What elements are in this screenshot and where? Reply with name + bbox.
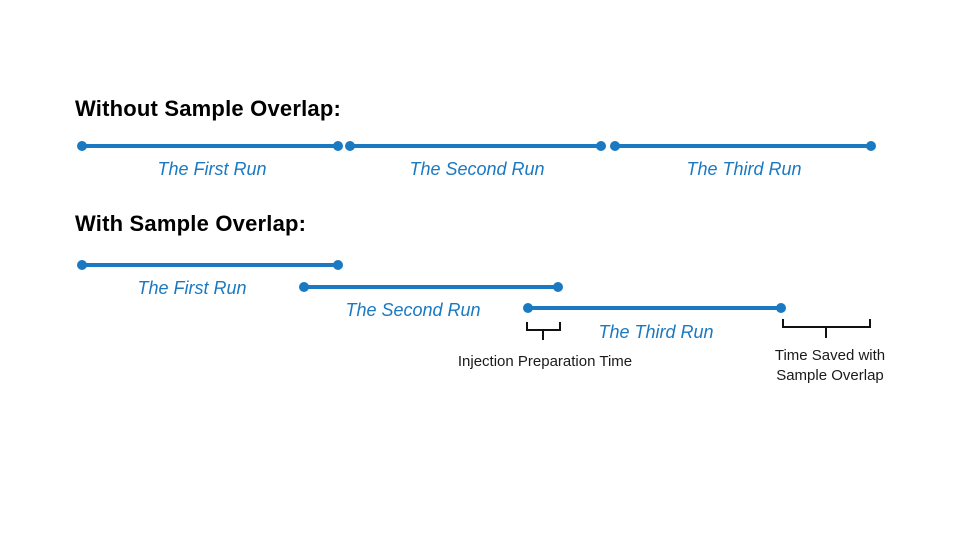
timeline-dot	[866, 141, 876, 151]
timeline-dot	[610, 141, 620, 151]
time-saved-label-line1: Time Saved with	[774, 347, 886, 364]
without-run2-line	[350, 144, 601, 148]
time-saved-label-line2: Sample Overlap	[776, 367, 884, 384]
timeline-dot	[523, 303, 533, 313]
without-run3-line	[615, 144, 871, 148]
timeline-dot	[333, 260, 343, 270]
time-saved-bracket-stem	[825, 328, 827, 338]
without-run1-label: The First Run	[157, 159, 267, 179]
with-run1-label: The First Run	[137, 278, 247, 298]
with-run3-label: The Third Run	[598, 322, 714, 342]
without-run2-label: The Second Run	[409, 159, 545, 179]
timeline-dot	[299, 282, 309, 292]
with-run2-line	[304, 285, 558, 289]
time-saved-bracket	[782, 319, 871, 328]
timeline-dot	[776, 303, 786, 313]
injection-prep-label: Injection Preparation Time	[457, 353, 633, 370]
injection-prep-bracket	[526, 322, 561, 331]
timeline-dot	[596, 141, 606, 151]
timeline-dot	[553, 282, 563, 292]
with-run1-line	[82, 263, 338, 267]
with-run3-line	[528, 306, 781, 310]
injection-prep-bracket-stem	[542, 331, 544, 340]
time-saved-label: Time Saved with Sample Overlap	[775, 346, 885, 386]
without-overlap-title: Without Sample Overlap:	[75, 96, 341, 121]
timeline-dot	[333, 141, 343, 151]
without-run3-label: The Third Run	[686, 159, 802, 179]
without-run1-line	[82, 144, 338, 148]
with-overlap-title: With Sample Overlap:	[75, 211, 307, 236]
timeline-dot	[77, 260, 87, 270]
timeline-dot	[345, 141, 355, 151]
with-run2-label: The Second Run	[345, 300, 481, 320]
timeline-dot	[77, 141, 87, 151]
